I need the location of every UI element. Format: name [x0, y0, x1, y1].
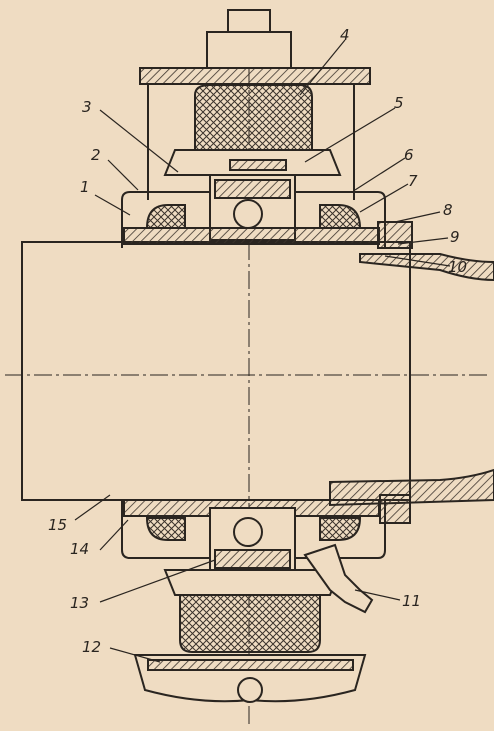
label-9: 9: [450, 228, 460, 246]
lower-clamp-hatch: [147, 659, 354, 671]
top-bolt-nut: [206, 31, 292, 69]
upper-rubber-block: [194, 84, 313, 151]
lower-rubber-block: [179, 594, 321, 653]
label-14: 14: [70, 540, 89, 558]
lower-right-tube: [329, 468, 494, 507]
label-5: 5: [394, 94, 404, 112]
top-plate: [139, 67, 371, 85]
upper-seal-left: [145, 204, 186, 229]
label-3: 3: [82, 98, 92, 116]
label-11: 11: [402, 592, 421, 610]
label-1: 1: [80, 178, 90, 196]
upper-housing-left: [121, 191, 210, 248]
lower-seal-right: [319, 517, 362, 541]
grease-fitting: [303, 543, 374, 614]
label-13: 13: [70, 594, 89, 612]
shaft-body: [21, 241, 411, 501]
lower-right-flange: [379, 494, 411, 524]
lower-seal-left: [145, 517, 186, 541]
label-4: 4: [340, 26, 350, 44]
label-8: 8: [443, 201, 453, 219]
label-2: 2: [91, 146, 101, 164]
label-15: 15: [48, 516, 67, 534]
upper-liner: [229, 159, 287, 171]
upper-hub-hatch: [214, 179, 291, 199]
right-tube: [359, 253, 494, 282]
label-12: 12: [82, 638, 101, 656]
lower-block-housing: [163, 569, 342, 596]
lower-ball: [233, 517, 263, 547]
upper-bushing: [123, 227, 380, 245]
upper-housing-right: [295, 191, 386, 248]
upper-ball: [233, 199, 263, 229]
label-7: 7: [408, 172, 418, 190]
lower-housing-right: [295, 500, 386, 559]
right-flange: [377, 221, 413, 249]
upper-seal-right: [319, 204, 362, 229]
leader-lines: [74, 39, 451, 663]
lower-hub-hatch: [214, 549, 291, 569]
label-10: 10: [448, 258, 467, 276]
lower-pin: [237, 677, 263, 703]
lower-housing-left: [121, 500, 210, 559]
label-6: 6: [404, 146, 414, 164]
top-bolt-head: [227, 9, 271, 33]
